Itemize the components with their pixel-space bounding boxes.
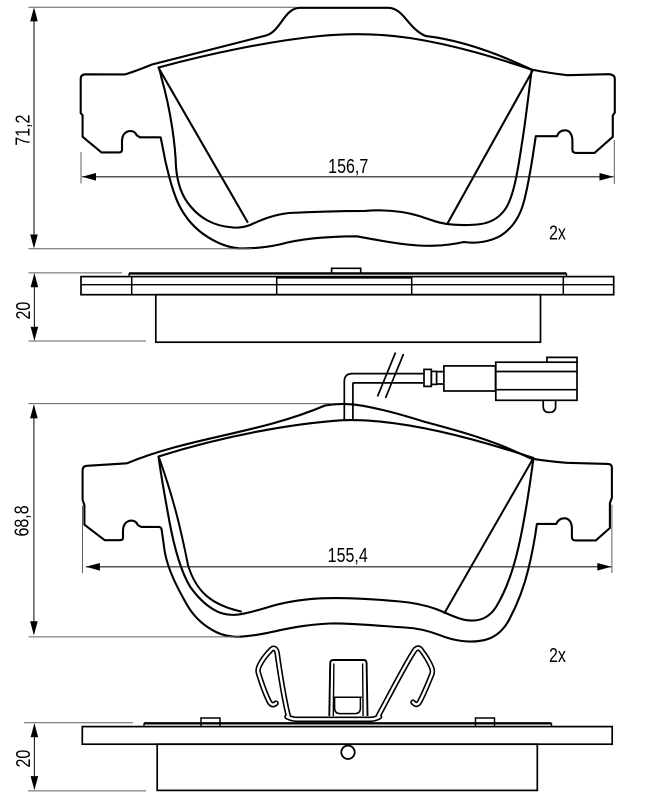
svg-text:156,7: 156,7	[328, 155, 368, 177]
svg-text:68,8: 68,8	[11, 505, 33, 536]
svg-text:20: 20	[12, 750, 34, 768]
svg-text:155,4: 155,4	[328, 544, 368, 566]
svg-text:71,2: 71,2	[12, 115, 34, 146]
svg-text:2x: 2x	[549, 644, 566, 666]
svg-text:2x: 2x	[549, 222, 566, 244]
svg-text:20: 20	[12, 302, 34, 320]
